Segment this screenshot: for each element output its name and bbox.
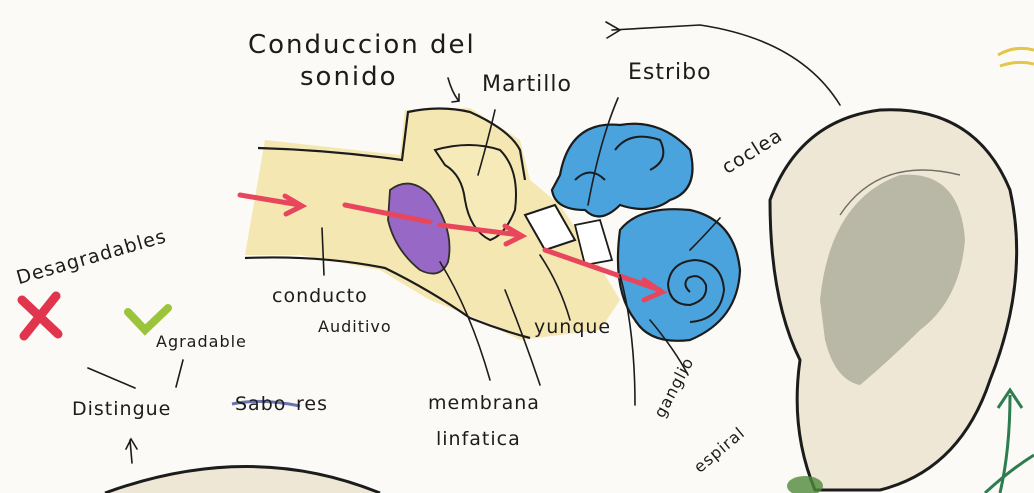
green-check-mark xyxy=(124,304,172,336)
yellow-scribble xyxy=(997,46,1034,68)
semicircular-inner-1 xyxy=(614,135,665,171)
incus-bone xyxy=(523,203,577,252)
label-sabores-rest: res xyxy=(296,393,328,415)
red-x-mark xyxy=(17,291,63,341)
green-leaf xyxy=(787,476,823,493)
label-yunque: yunque xyxy=(534,316,612,338)
ear-inner-shadow xyxy=(820,174,965,385)
cochlea-spiral xyxy=(666,258,726,323)
semicircular-canals xyxy=(550,122,694,218)
tympanic-membrane xyxy=(387,182,451,275)
auditory-canal-lower xyxy=(244,256,531,340)
stapes-bone xyxy=(573,218,614,267)
strikethrough-scribble xyxy=(231,399,301,408)
green-arrows xyxy=(983,387,1034,493)
semicircular-inner-2 xyxy=(574,171,606,181)
cochlea-body xyxy=(616,208,742,342)
label-martillo: Martillo xyxy=(482,72,572,97)
pointer-lines xyxy=(87,21,841,464)
label-distingue: Distingue xyxy=(72,398,172,420)
label-sabores-crossed: Sabo xyxy=(235,393,287,415)
sound-wave-arrows xyxy=(237,192,668,303)
label-conducto-line1: conducto xyxy=(272,285,368,307)
label-estribo: Estribo xyxy=(628,60,712,85)
bottom-partial-circle xyxy=(104,465,381,493)
diagram-title-line2: sonido xyxy=(300,62,398,92)
label-membrana-line1: membrana xyxy=(428,392,540,414)
label-agradable: Agradable xyxy=(156,332,247,351)
ear-helix-line xyxy=(839,169,961,216)
label-conducto-line2: Auditivo xyxy=(318,317,392,336)
diagram-title-line1: Conduccion del xyxy=(248,30,476,60)
auditory-canal-outline xyxy=(257,107,527,181)
label-membrana-line2: linfatica xyxy=(436,428,521,450)
